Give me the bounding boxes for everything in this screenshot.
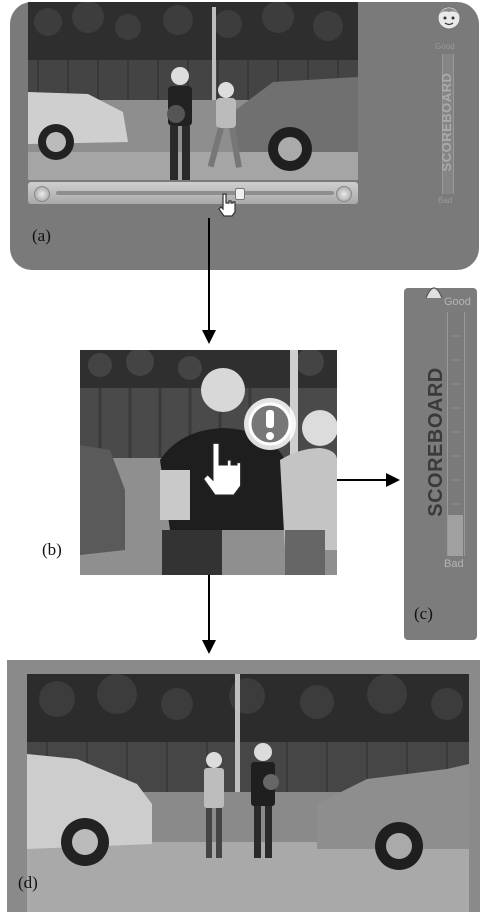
forward-button[interactable] bbox=[336, 186, 352, 202]
scoreboard-title: SCOREBOARD bbox=[439, 72, 454, 172]
hand-pointer-icon bbox=[201, 441, 243, 497]
panel-b-click-feedback bbox=[80, 350, 337, 575]
zoomed-frame-image bbox=[80, 350, 337, 575]
video-frame[interactable] bbox=[28, 2, 358, 180]
meter-track bbox=[442, 54, 454, 194]
panel-label-a: (a) bbox=[32, 226, 51, 245]
panel-label-c: (c) bbox=[414, 604, 433, 623]
arrow-head bbox=[202, 330, 216, 344]
exclamation-icon bbox=[244, 398, 296, 450]
arrow-head bbox=[386, 473, 400, 487]
arrow-a-to-b bbox=[208, 218, 210, 332]
boy-avatar-icon bbox=[437, 6, 461, 30]
meter-ticks bbox=[451, 335, 461, 505]
meter-track bbox=[447, 312, 465, 556]
boy-avatar-icon bbox=[425, 287, 443, 299]
arrow-head bbox=[202, 640, 216, 654]
video-frame[interactable] bbox=[27, 674, 469, 912]
rewind-button[interactable] bbox=[34, 186, 50, 202]
panel-label-d: (d) bbox=[18, 873, 38, 892]
arrow-b-to-d bbox=[208, 575, 210, 641]
meter-fill-level bbox=[448, 515, 463, 556]
video-frame-image bbox=[27, 674, 469, 912]
video-frame-image bbox=[28, 2, 358, 180]
panel-label-b: (b) bbox=[42, 540, 62, 559]
bad-label: Bad bbox=[444, 558, 464, 570]
seek-track[interactable] bbox=[56, 191, 334, 195]
scoreboard-meter-small: Good SCOREBOARD Bad bbox=[424, 42, 470, 205]
panel-d-video-frame bbox=[7, 660, 480, 912]
good-label: Good bbox=[435, 42, 455, 51]
panel-a-video-player: Good SCOREBOARD Bad (a) bbox=[10, 2, 479, 270]
arrow-b-to-c bbox=[337, 479, 387, 481]
seek-thumb[interactable] bbox=[235, 188, 246, 200]
hand-pointer-icon bbox=[218, 193, 236, 217]
bad-label: Bad bbox=[438, 196, 453, 205]
panel-c-scoreboard: Good SCOREBOARD Bad bbox=[404, 287, 477, 640]
good-label: Good bbox=[444, 296, 471, 308]
video-seekbar[interactable] bbox=[28, 182, 358, 204]
scoreboard-title: SCOREBOARD bbox=[425, 367, 447, 517]
